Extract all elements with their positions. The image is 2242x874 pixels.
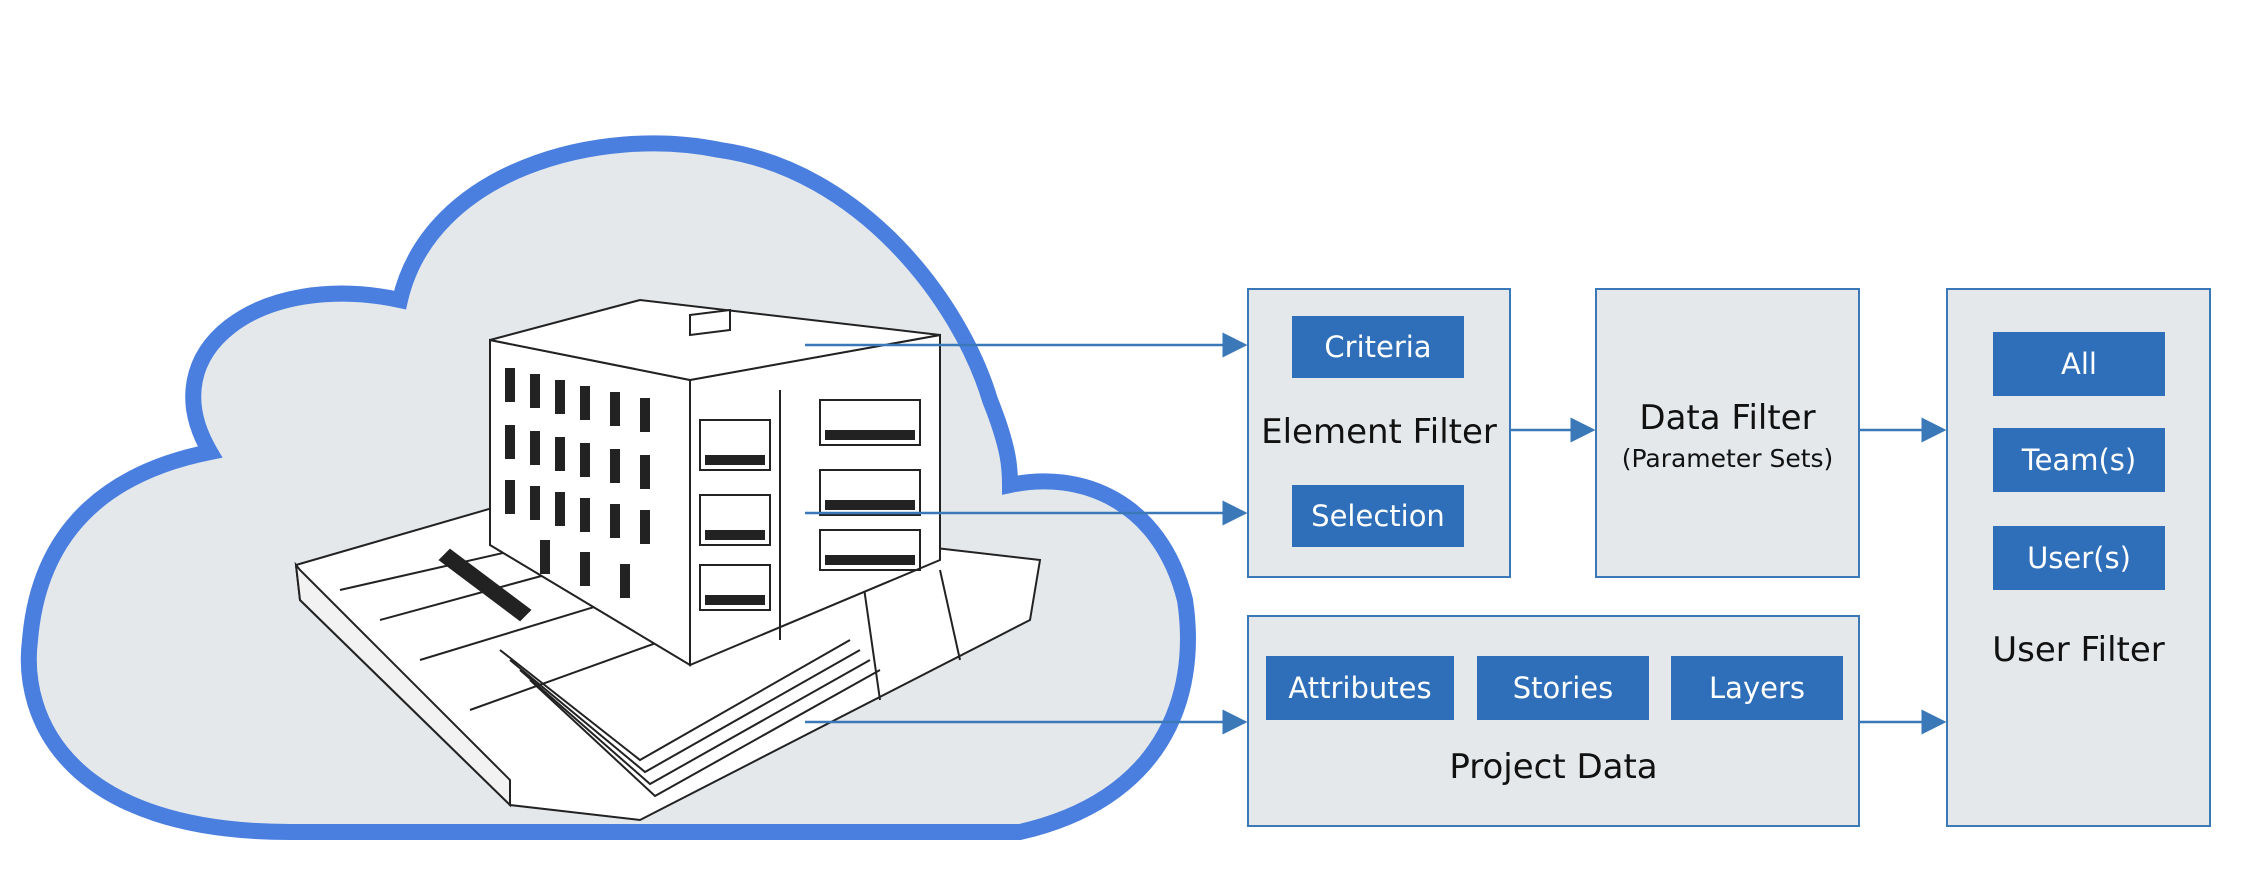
all-button[interactable]: All <box>1993 332 2165 396</box>
data-filter-subtitle: (Parameter Sets) <box>1621 444 1834 473</box>
element-filter-box: Criteria Element Filter Selection <box>1247 288 1511 578</box>
attributes-button[interactable]: Attributes <box>1266 656 1454 720</box>
data-filter-title: Data Filter <box>1639 398 1816 438</box>
project-data-title: Project Data <box>1449 747 1658 787</box>
building-icon <box>294 298 1042 822</box>
teams-button[interactable]: Team(s) <box>1993 428 2165 492</box>
layers-button[interactable]: Layers <box>1671 656 1843 720</box>
users-button[interactable]: User(s) <box>1993 526 2165 590</box>
stories-button[interactable]: Stories <box>1477 656 1649 720</box>
criteria-button[interactable]: Criteria <box>1292 316 1464 378</box>
element-filter-title: Element Filter <box>1261 412 1497 452</box>
user-filter-title: User Filter <box>1992 630 2165 670</box>
data-filter-box: Data Filter (Parameter Sets) <box>1595 288 1860 578</box>
project-data-box: Attributes Stories Layers Project Data <box>1247 615 1860 827</box>
selection-button[interactable]: Selection <box>1292 485 1464 547</box>
user-filter-box: All Team(s) User(s) User Filter <box>1946 288 2211 827</box>
